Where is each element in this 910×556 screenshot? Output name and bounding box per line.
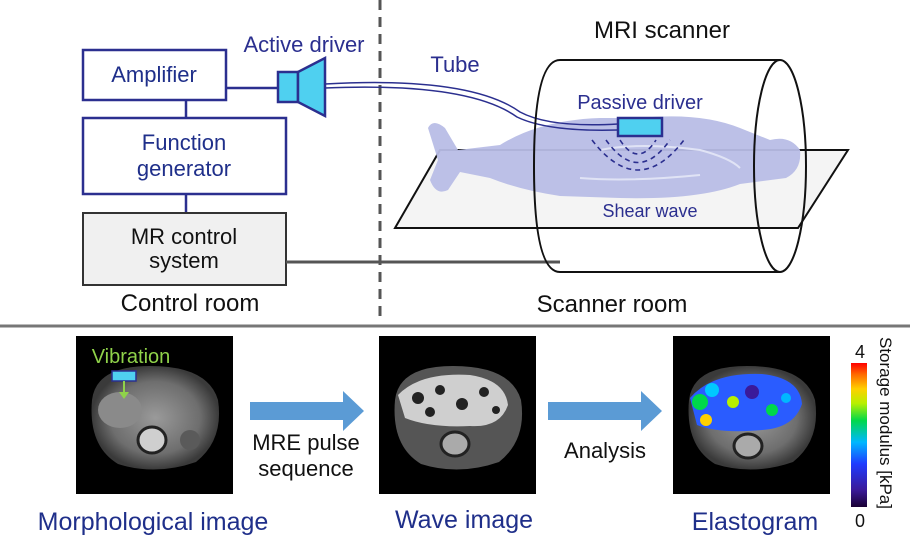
arrow1-label-1: MRE pulse — [252, 430, 360, 455]
colorbar-max-label: 4 — [855, 342, 865, 362]
arrow1-label-2: sequence — [258, 456, 353, 481]
vibration-arrow-icon — [119, 392, 129, 399]
shear-wave-label: Shear wave — [602, 201, 697, 221]
morphological-caption: Morphological image — [38, 508, 269, 536]
mr-control-system-box: MR control system — [82, 212, 287, 286]
control-room-label: Control room — [121, 290, 260, 317]
function-generator-label-1: Function — [142, 130, 226, 155]
body-contour-2 — [579, 174, 701, 181]
wave-image — [379, 336, 536, 494]
colorbar-axis-label: Storage modulus [kPa] — [876, 337, 895, 509]
function-generator-box: Function generator — [81, 116, 288, 196]
analysis-arrow — [548, 391, 662, 431]
tube-label: Tube — [430, 52, 479, 77]
colorbar — [851, 363, 867, 507]
elastogram-caption: Elastogram — [692, 508, 818, 536]
wave-caption: Wave image — [395, 506, 533, 534]
scanner-room-label: Scanner room — [537, 291, 688, 318]
morphological-image — [76, 336, 233, 494]
mri-scanner-label: MRI scanner — [594, 17, 730, 44]
mri-scanner-cylinder — [532, 59, 807, 273]
function-generator-label-2: generator — [137, 156, 231, 181]
arrow2-label: Analysis — [564, 438, 646, 463]
colorbar-min-label: 0 — [855, 511, 865, 531]
vibration-driver-icon — [111, 370, 137, 382]
active-driver-label: Active driver — [243, 32, 364, 57]
amplifier-box: Amplifier — [81, 48, 228, 102]
pulse-sequence-arrow — [250, 391, 364, 431]
mr-control-label-1: MR control — [131, 224, 237, 249]
tube — [324, 81, 619, 131]
amplifier-label: Amplifier — [111, 62, 197, 87]
vibration-label: Vibration — [92, 346, 171, 368]
mr-control-label-2: system — [149, 248, 219, 273]
passive-driver-label: Passive driver — [577, 92, 703, 114]
passive-driver-icon — [616, 116, 664, 138]
elastogram-image — [673, 336, 830, 494]
active-driver-icon — [276, 55, 327, 119]
body-contour — [599, 145, 741, 169]
shear-wave-arcs — [591, 139, 685, 171]
patient-body — [428, 116, 801, 199]
